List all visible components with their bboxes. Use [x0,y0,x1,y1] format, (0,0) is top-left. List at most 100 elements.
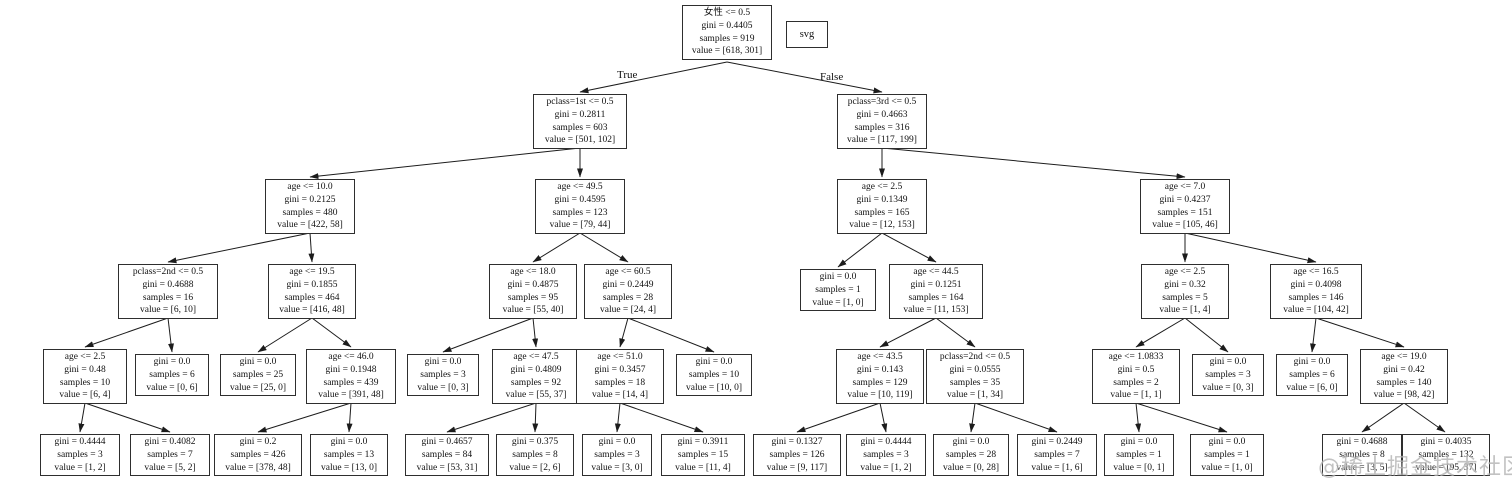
node-samples: samples = 426 [230,449,286,460]
node-gini: gini = 0.2125 [284,194,336,205]
node-gini: gini = 0.32 [1164,279,1206,290]
node-gini: gini = 0.4444 [54,437,106,447]
node-gini: gini = 0.4237 [1159,194,1211,205]
tree-leaf: gini = 0.4688 samples = 8 value = [3, 5] [1322,434,1402,477]
tree-leaf: gini = 0.0 samples = 6 value = [6, 0] [1276,354,1348,397]
node-condition: age <= 16.5 [1293,267,1339,277]
tree-leaf: gini = 0.0 samples = 3 value = [0, 3] [1192,354,1264,397]
node-gini: gini = 0.4595 [554,194,606,205]
node-gini: gini = 0.0 [952,437,990,447]
node-gini: gini = 0.143 [856,364,904,375]
node-value: value = [1, 0] [1201,462,1253,473]
node-samples: samples = 84 [421,449,473,460]
node-samples: samples = 1 [1204,449,1250,460]
tree-leaf: gini = 0.0 samples = 1 value = [0, 1] [1104,434,1174,477]
node-condition: pclass=2nd <= 0.5 [939,352,1011,362]
tree-node: pclass=1st <= 0.5 gini = 0.2811 samples … [533,94,627,150]
node-value: value = [98, 42] [1373,390,1435,401]
node-gini: gini = 0.5 [1117,364,1155,375]
tree-node: age <= 7.0 gini = 0.4237 samples = 151 v… [1140,179,1230,235]
edge-label-true: True [617,69,638,81]
node-gini: gini = 0.4657 [421,437,473,447]
tree-leaf: gini = 0.2449 samples = 7 value = [1, 6] [1017,434,1097,477]
node-value: value = [1, 2] [54,462,106,473]
node-samples: samples = 464 [284,292,340,303]
node-gini: gini = 0.1349 [856,194,908,205]
node-samples: samples = 3 [594,449,640,460]
node-gini: gini = 0.2811 [554,109,606,120]
node-gini: gini = 0.4809 [510,364,562,375]
node-value: value = [0, 6] [146,382,198,393]
tree-node: age <= 1.0833 gini = 0.5 samples = 2 val… [1092,349,1180,405]
tree-node: age <= 47.5 gini = 0.4809 samples = 92 v… [492,349,580,405]
tree-leaf: gini = 0.0 samples = 6 value = [0, 6] [135,354,209,397]
node-value: value = [55, 37] [505,390,567,401]
node-value: value = [10, 0] [685,382,742,393]
node-gini: gini = 0.3911 [677,437,729,447]
node-gini: gini = 0.1855 [286,279,338,290]
node-condition: age <= 51.0 [597,352,643,362]
node-value: value = [24, 4] [599,305,656,316]
node-samples: samples = 16 [142,292,194,303]
node-value: value = [1, 2] [860,462,912,473]
node-condition: age <= 2.5 [861,182,903,192]
node-value: value = [11, 153] [903,305,969,316]
node-samples: samples = 1 [1116,449,1162,460]
node-value: value = [0, 3] [417,382,469,393]
tree-node: age <= 18.0 gini = 0.4875 samples = 95 v… [489,264,577,320]
tree-leaf: gini = 0.375 samples = 8 value = [2, 6] [496,434,574,477]
node-value: value = [1, 6] [1031,462,1083,473]
node-samples: samples = 92 [510,377,562,388]
tree-leaf: gini = 0.0 samples = 25 value = [25, 0] [220,354,296,397]
node-condition: age <= 1.0833 [1108,352,1164,362]
tree-node: age <= 44.5 gini = 0.1251 samples = 164 … [889,264,983,320]
node-samples: samples = 6 [1289,369,1335,380]
node-value: value = [422, 58] [277,220,343,231]
tree-leaf: gini = 0.0 samples = 3 value = [0, 3] [407,354,479,397]
node-gini: gini = 0.0 [1209,357,1247,367]
node-gini: gini = 0.4098 [1290,279,1342,290]
tree-leaf: gini = 0.4082 samples = 7 value = [5, 2] [130,434,210,477]
node-condition: age <= 18.0 [510,267,556,277]
node-value: value = [53, 31] [416,462,478,473]
node-value: value = [416, 48] [279,305,345,316]
node-value: value = [3, 0] [591,462,643,473]
node-samples: samples = 28 [602,292,654,303]
node-value: value = [618, 301] [691,46,763,57]
node-value: value = [104, 42] [1283,305,1349,316]
node-value: value = [0, 28] [942,462,999,473]
node-condition: age <= 60.5 [605,267,651,277]
tree-node: age <= 2.5 gini = 0.32 samples = 5 value… [1141,264,1229,320]
node-value: value = [95, 37] [1415,462,1477,473]
node-samples: samples = 129 [852,377,908,388]
node-samples: samples = 603 [552,122,608,133]
tree-node: age <= 16.5 gini = 0.4098 samples = 146 … [1270,264,1362,320]
node-samples: samples = 126 [769,449,825,460]
node-samples: samples = 316 [854,122,910,133]
tree-leaf: gini = 0.4035 samples = 132 value = [95,… [1402,434,1490,477]
node-samples: samples = 146 [1288,292,1344,303]
node-samples: samples = 18 [594,377,646,388]
node-gini: gini = 0.4663 [856,109,908,120]
node-condition: 女性 <= 0.5 [703,8,751,18]
tree-node: pclass=2nd <= 0.5 gini = 0.0555 samples … [926,349,1024,405]
node-samples: samples = 2 [1113,377,1159,388]
tree-node-root: 女性 <= 0.5 gini = 0.4405 samples = 919 va… [682,5,772,61]
node-gini: gini = 0.0 [330,437,368,447]
node-gini: gini = 0.0555 [949,364,1001,375]
node-gini: gini = 0.1251 [910,279,962,290]
node-value: value = [6, 0] [1286,382,1338,393]
node-value: value = [11, 4] [675,462,731,473]
tree-node: age <= 2.5 gini = 0.1349 samples = 165 v… [837,179,927,235]
node-value: value = [5, 2] [144,462,196,473]
node-condition: age <= 2.5 [1164,267,1206,277]
node-samples: samples = 7 [1034,449,1080,460]
node-value: value = [0, 3] [1202,382,1254,393]
node-value: value = [391, 48] [318,390,384,401]
node-value: value = [10, 119] [847,390,913,401]
tree-leaf: gini = 0.0 samples = 13 value = [13, 0] [310,434,388,477]
node-gini: gini = 0.3457 [594,364,646,375]
node-gini: gini = 0.4875 [507,279,559,290]
node-condition: pclass=3rd <= 0.5 [847,97,917,107]
node-samples: samples = 140 [1376,377,1432,388]
